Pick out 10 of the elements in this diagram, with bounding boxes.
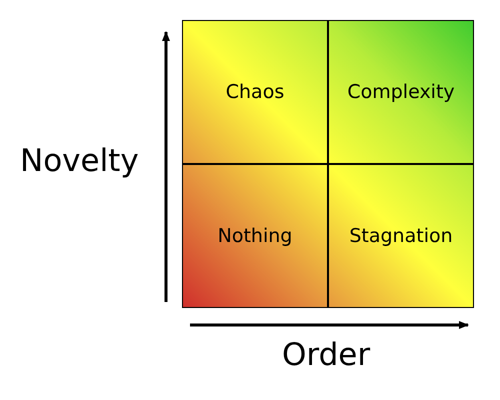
quadrant-label: Stagnation: [349, 225, 453, 247]
y-axis-label: Novelty: [20, 143, 139, 179]
quadrant-label: Complexity: [347, 81, 455, 103]
quadrant-label: Nothing: [218, 225, 292, 247]
x-axis-label: Order: [282, 337, 370, 373]
quadrant-cell: [328, 164, 474, 308]
quadrant-cell: [182, 20, 328, 164]
quadrant-label: Chaos: [226, 81, 284, 103]
quadrant-cell: [328, 20, 474, 164]
quadrant-cell: [182, 164, 328, 308]
